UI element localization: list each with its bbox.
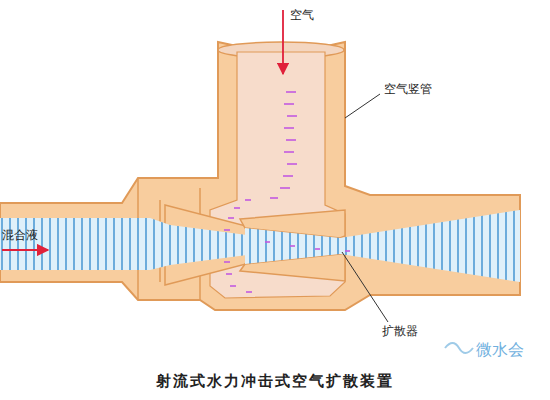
part-label: 空气竖管 [384, 82, 432, 96]
watermark: 微水会 [476, 340, 524, 359]
liquid [0, 200, 520, 290]
air-arrow [282, 10, 284, 74]
leader-line [345, 94, 380, 118]
housing [0, 42, 520, 310]
part-label: 扩散器 [382, 324, 418, 338]
leader-line [342, 252, 388, 322]
liquid-arrow [2, 249, 48, 251]
flow-label: 空气 [290, 8, 314, 22]
caption: 射流式水力冲击式空气扩散装置 [156, 372, 394, 390]
watermark-logo [445, 343, 473, 353]
flow-label: 混合液 [2, 228, 38, 242]
air-bubbles [224, 92, 350, 292]
